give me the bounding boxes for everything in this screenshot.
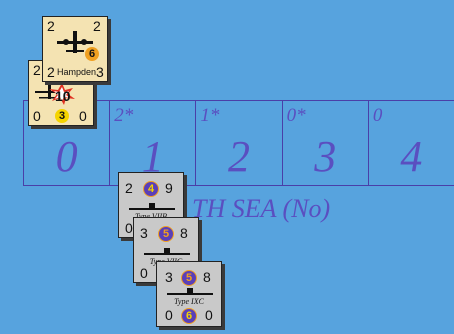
viib-defense: 9 — [165, 181, 173, 195]
sea-box-4-number: 4 — [369, 131, 454, 182]
sea-box-4[interactable]: 0 4 — [368, 101, 454, 185]
hampden-speed: 3 — [96, 65, 104, 79]
sea-box-3-modifier: 0* — [287, 105, 306, 127]
ixc-endurance: 0 — [205, 308, 213, 322]
bomber-speed: 0 — [79, 109, 87, 123]
ixc-speed: 0 — [165, 308, 173, 322]
submarine-hull-icon — [167, 293, 213, 295]
bomber-damage-value: 10 — [55, 89, 71, 103]
hampden-badge: 6 — [85, 47, 99, 61]
viib-attack: 2 — [125, 181, 133, 195]
sea-box-3-number: 3 — [283, 131, 368, 182]
ixc-type-name: Type IXC — [157, 297, 221, 306]
viib-speed: 0 — [125, 221, 133, 235]
viib-tactical-badge: 4 — [143, 181, 159, 197]
sea-box-0-number: 0 — [24, 131, 109, 182]
sea-box-2-modifier: 1* — [200, 105, 219, 127]
viic-tactical-badge: 5 — [158, 226, 174, 242]
hampden-attack: 2 — [47, 19, 55, 33]
hampden-range: 2 — [47, 65, 55, 79]
sea-box-2-number: 2 — [196, 131, 281, 182]
submarine-hull-icon — [144, 253, 190, 255]
ixc-tactical-badge: 5 — [181, 270, 197, 286]
bomber-defense: 0 — [33, 109, 41, 123]
viic-speed: 0 — [140, 266, 148, 280]
sea-box-2[interactable]: 1* 2 — [195, 101, 281, 185]
hampden-counter[interactable]: 2 2 6 2 Hampden 3 — [42, 16, 108, 82]
hampden-name: Hampden — [57, 67, 96, 77]
viic-attack: 3 — [140, 226, 148, 240]
viic-defense: 8 — [180, 226, 188, 240]
ixc-range-badge: 6 — [181, 308, 197, 324]
hampden-defense: 2 — [93, 19, 101, 33]
ixc-defense: 8 — [203, 270, 211, 284]
bomber-attack: 2 — [33, 63, 41, 77]
sea-zone-name: TH SEA (No) — [192, 194, 330, 224]
uboat-type-ixc-counter[interactable]: 3 5 8 Type IXC 0 6 0 — [156, 261, 222, 327]
ixc-attack: 3 — [165, 270, 173, 284]
submarine-hull-icon — [129, 208, 175, 210]
sea-box-4-modifier: 0 — [373, 105, 383, 127]
sea-box-3[interactable]: 0* 3 — [282, 101, 368, 185]
sea-box-1-modifier: 2* — [114, 105, 133, 127]
bomber-range-badge: 3 — [55, 109, 69, 123]
